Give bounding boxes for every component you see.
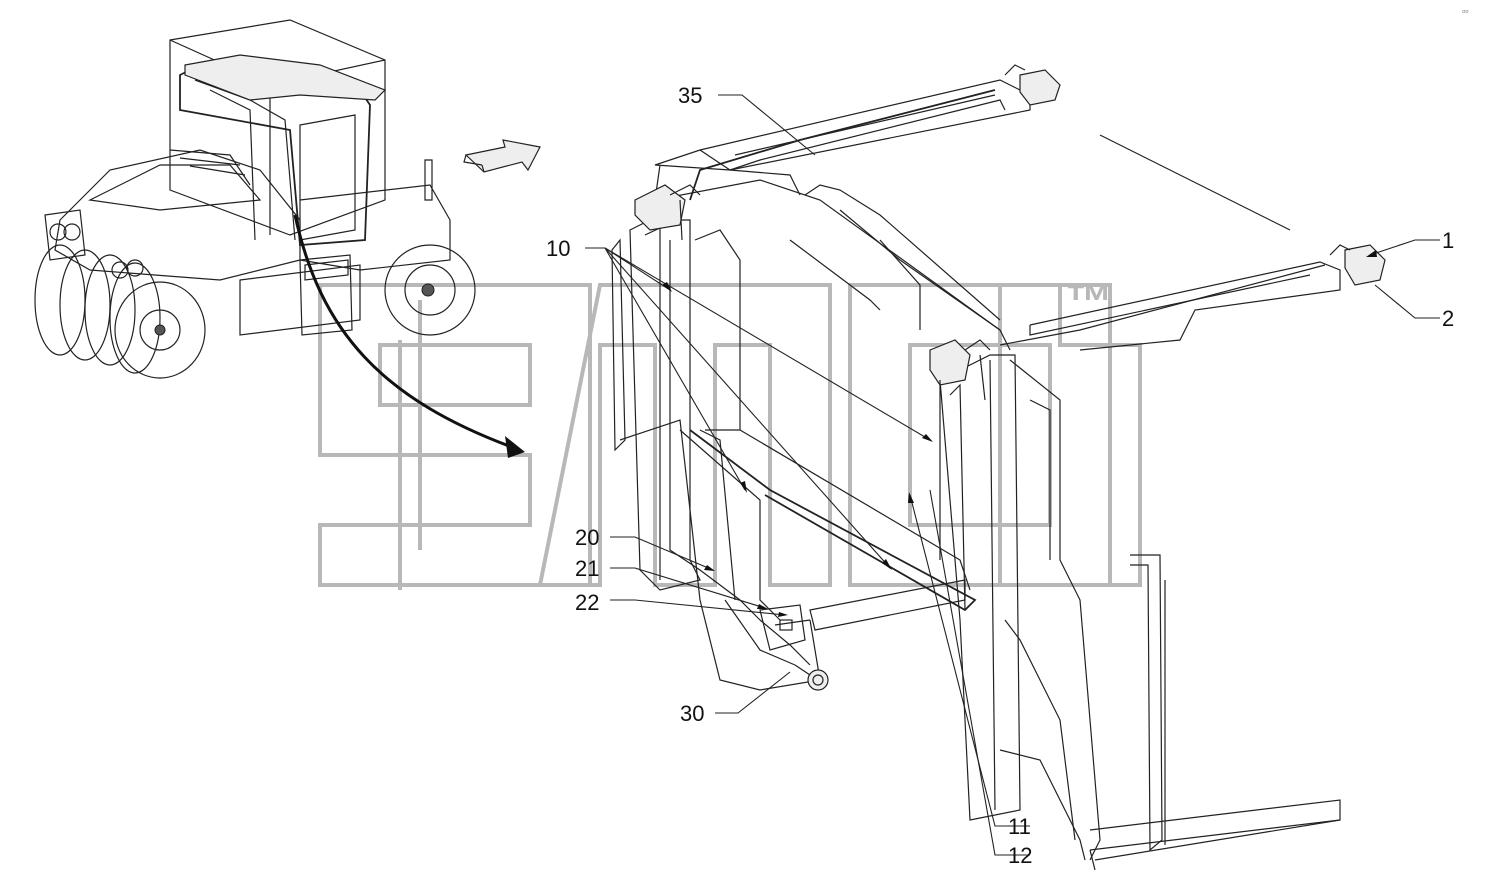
callout-30: 30 xyxy=(680,701,704,726)
watermark-logo: ™ xyxy=(318,276,1142,590)
direction-arrow-icon xyxy=(463,139,541,173)
cab-frame-assembly xyxy=(611,64,1386,871)
callout-21: 21 xyxy=(575,556,599,581)
corner-mark: ▫▫ xyxy=(1462,6,1468,16)
callout-12: 12 xyxy=(1008,843,1032,868)
callout-2: 2 xyxy=(1442,306,1454,331)
callout-20: 20 xyxy=(575,525,599,550)
roller-machine xyxy=(34,19,525,458)
callout-35: 35 xyxy=(678,83,702,108)
callout-10: 10 xyxy=(546,236,570,261)
watermark-tm: ™ xyxy=(1065,276,1113,329)
callout-22: 22 xyxy=(575,590,599,615)
callout-11: 11 xyxy=(1008,814,1031,839)
callout-labels: 35 10 1 2 20 21 22 30 11 12 xyxy=(546,83,1454,868)
callout-1: 1 xyxy=(1442,228,1454,253)
leader-lines xyxy=(585,94,1440,856)
